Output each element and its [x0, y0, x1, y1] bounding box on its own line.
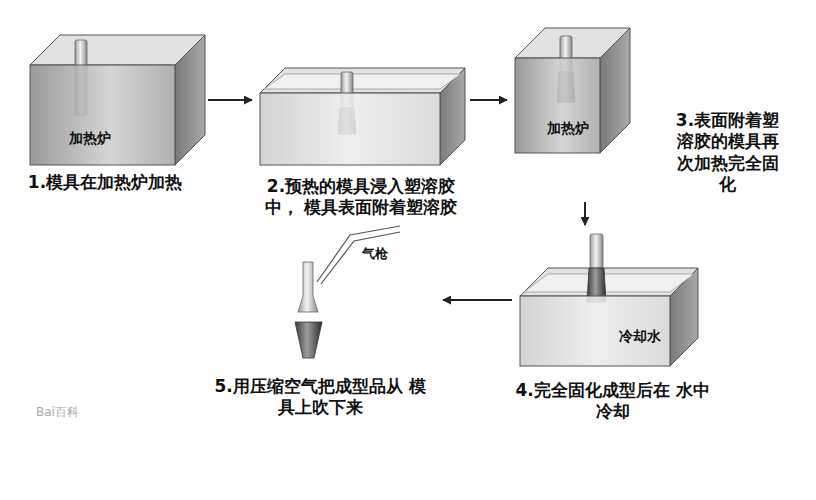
process-step: 气枪 5.用压缩空气把成型品从 模具上吹下来 — [200, 226, 440, 423]
liquid-surface — [524, 274, 694, 292]
flow-arrow — [208, 99, 252, 101]
tank-front — [260, 93, 440, 165]
tank-label: 加热炉 — [55, 130, 125, 147]
flow-arrow — [443, 299, 512, 301]
process-step: 2.预热的模具浸入塑溶胶中， 模具表面附着塑溶胶 — [255, 64, 467, 223]
step-illustration — [200, 226, 440, 366]
tank-side — [175, 35, 205, 165]
step-illustration — [515, 228, 710, 370]
step-illustration — [5, 30, 205, 170]
mold-cone — [295, 322, 322, 358]
flow-arrow — [470, 99, 507, 101]
flow-arrow — [584, 202, 586, 225]
tank-label: 冷却水 — [610, 328, 670, 345]
process-step: 冷却水 4.完全固化成型后在 水中冷却 — [515, 228, 710, 427]
step-caption: 5.用压缩空气把成型品从 模具上吹下来 — [210, 376, 430, 419]
step-caption: 1.模具在加热炉加热 — [5, 172, 205, 193]
tank-top — [520, 268, 698, 296]
tank-front — [520, 296, 670, 366]
molded-product — [298, 262, 318, 312]
step-caption: 3.表面附着塑 溶胶的模具再 次加热完全固 化 — [670, 110, 785, 195]
liquid-surface — [264, 74, 461, 89]
process-step: 加热炉 1.模具在加热炉加热 — [5, 30, 205, 197]
mold — [590, 234, 603, 268]
tank-top — [30, 35, 205, 65]
watermark: Bai百科 — [36, 404, 79, 421]
tank-top — [260, 68, 465, 93]
tank-front — [515, 58, 600, 153]
tool-label: 气枪 — [350, 246, 400, 262]
process-step: 加热炉 3.表面附着塑 溶胶的模具再 次加热完全固 化 — [510, 22, 790, 199]
air-gun — [321, 232, 400, 284]
step-caption: 4.完全固化成型后在 水中冷却 — [515, 380, 710, 423]
tank-front — [30, 65, 175, 165]
step-caption: 2.预热的模具浸入塑溶胶中， 模具表面附着塑溶胶 — [255, 176, 467, 219]
tank-label: 加热炉 — [536, 120, 600, 137]
step-illustration — [255, 64, 467, 168]
tank-side — [600, 28, 630, 153]
